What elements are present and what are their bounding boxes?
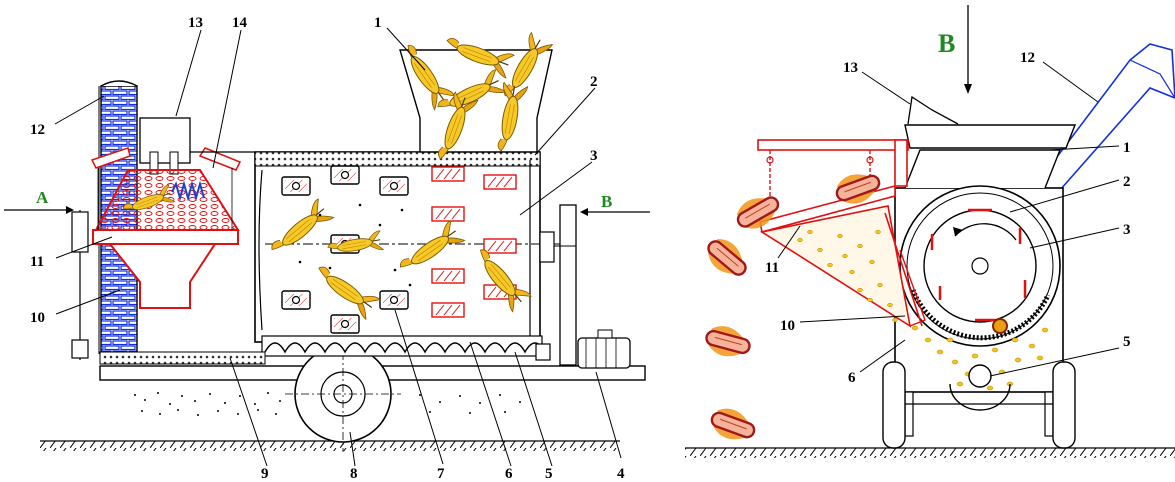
callout-12: 12 [1020,50,1035,66]
callout-10: 10 [30,310,45,326]
callout-12: 12 [30,122,45,138]
callout-4: 4 [617,466,625,482]
callout-2: 2 [1123,174,1131,190]
leader-lines-left [54,27,622,467]
sieve-auger [171,180,205,202]
beater-block [431,268,465,284]
beater-block [483,174,517,190]
callout-6: 6 [505,466,513,482]
callout-6: 6 [848,370,856,386]
feed-hopper [904,124,1077,149]
callout-11: 11 [30,254,44,270]
direction-label-b-front: B [938,29,955,58]
scraper-blade [281,176,311,196]
callout-3: 3 [1123,222,1131,238]
outlet-box [139,117,191,164]
callout-3: 3 [590,148,598,164]
left-side-view: A B 1 2 3 4 5 6 7 8 9 10 11 12 13 14 [4,15,650,482]
arrow-down-icon [964,84,972,94]
beater-block [431,166,465,182]
direction-label-b: B [601,192,612,211]
grain-hopper [107,243,217,309]
arrow-right-icon [4,206,74,214]
wheel-right [1052,361,1076,449]
ground-right [685,448,1175,458]
leader-lines-right [777,61,1120,377]
scraper-blade [330,165,360,185]
callout-13: 13 [843,60,858,76]
hopper-flap-13 [907,95,959,125]
callout-14: 14 [232,15,248,31]
shelled-grain [911,325,1049,391]
scraper-blade [330,314,360,334]
spilled-grain-dots [134,392,521,416]
drive-pulley [559,204,577,366]
corn-cob-icon [701,321,755,363]
callout-9: 9 [261,466,269,482]
transport-wheel [285,336,401,452]
corn-cob-icon [699,231,755,285]
callout-5: 5 [1123,334,1131,350]
callout-11: 11 [765,260,779,276]
front-view: B [685,5,1175,458]
beater-block [431,206,465,222]
callout-10: 10 [780,318,795,334]
auger-shaft [968,364,992,388]
callout-7: 7 [437,466,445,482]
scraper-blade [379,176,409,196]
scraper-blade [281,290,311,310]
callout-1: 1 [1123,140,1131,156]
callout-5: 5 [545,466,553,482]
callout-13: 13 [188,15,203,31]
screw-conveyor [261,335,546,357]
electric-motor-icon [577,329,631,369]
corn-hopper [395,31,553,165]
threshing-drum [899,185,1061,347]
direction-label-a: A [36,188,49,207]
scraper-blade [379,290,409,310]
beater-block [483,238,517,254]
arrow-left-icon [580,208,650,216]
beater-block [431,302,465,318]
callout-1: 1 [374,15,382,31]
callout-8: 8 [350,466,358,482]
callout-2: 2 [590,74,598,90]
corn-cob-icon [706,402,760,448]
falling-grain [797,229,898,323]
wheel-left [882,361,906,449]
ground-left [40,441,620,451]
mesh-chute [99,351,266,365]
